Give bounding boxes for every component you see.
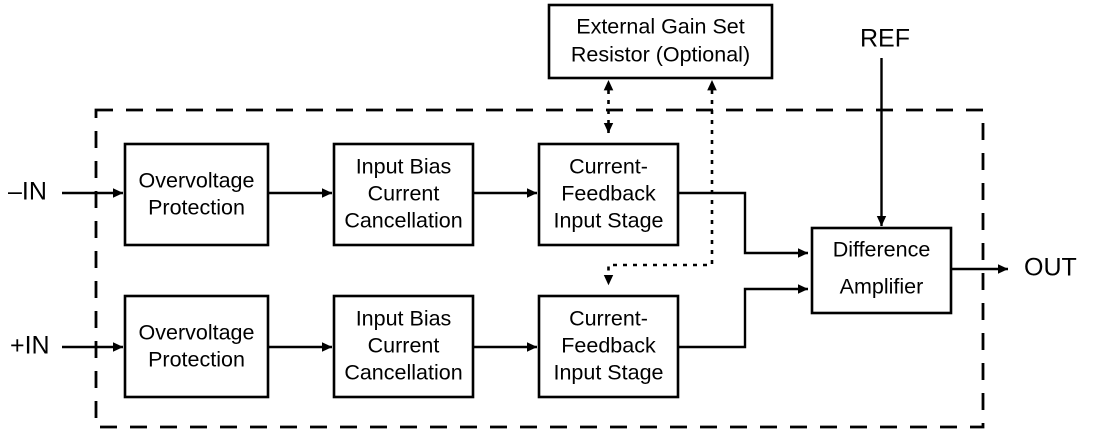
block-label-cfis-bottom-line3: Input Stage [554, 361, 664, 385]
port-label-plus-in: +IN [10, 332, 50, 360]
block-label-overvoltage-protection-bottom-line1: Overvoltage [139, 321, 255, 345]
block-label-external-gain-set-resistor-line1: External Gain Set [576, 15, 745, 39]
block-label-ibc-bottom-line2: Current [368, 334, 440, 358]
block-label-cfis-top-line3: Input Stage [554, 209, 664, 233]
block-label-difference-amplifier-line1: Difference [833, 238, 931, 262]
block-external-gain-set-resistor[interactable] [547, 3, 774, 80]
block-label-ibc-top-line2: Current [368, 182, 440, 206]
block-label-ibc-top-line3: Cancellation [344, 209, 462, 233]
block-label-ibc-bottom-line3: Cancellation [344, 361, 462, 385]
block-label-ibc-bottom-line1: Input Bias [356, 307, 452, 331]
block-label-overvoltage-protection-top-line1: Overvoltage [139, 169, 255, 193]
block-overvoltage-protection-bottom[interactable] [123, 294, 270, 399]
port-label-ref: REF [860, 25, 910, 53]
port-label-out: OUT [1024, 254, 1077, 282]
port-label-minus-in: –IN [8, 178, 47, 206]
block-overvoltage-protection-top[interactable] [123, 142, 270, 247]
block-label-difference-amplifier-line2: Amplifier [840, 275, 924, 299]
block-difference-amplifier[interactable] [810, 226, 953, 315]
wire-cfis-top-to-diff-amp [678, 191, 809, 258]
block-label-overvoltage-protection-top-line2: Protection [148, 196, 245, 220]
block-label-cfis-top-line1: Current- [569, 155, 648, 179]
block-label-external-gain-set-resistor-line2: Resistor (Optional) [571, 43, 750, 67]
block-label-ibc-top-line1: Input Bias [356, 155, 452, 179]
block-label-overvoltage-protection-bottom-line2: Protection [148, 348, 245, 372]
block-label-cfis-bottom-line1: Current- [569, 307, 648, 331]
block-label-cfis-top-line2: Feedback [561, 182, 656, 206]
wire-cfis-bottom-to-diff-amp [678, 284, 809, 349]
block-input-bias-current-cancellation-top[interactable] [332, 142, 475, 247]
block-label-cfis-bottom-line2: Feedback [561, 334, 656, 358]
block-current-feedback-input-stage-bottom[interactable] [537, 294, 680, 399]
